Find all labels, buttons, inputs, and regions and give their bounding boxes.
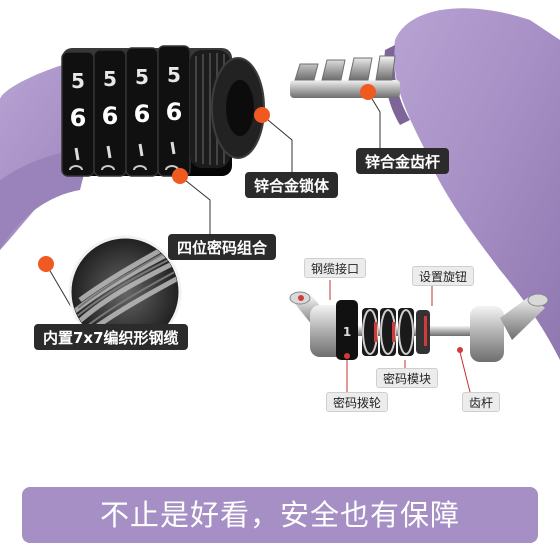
marker-toothed-rod: [360, 84, 376, 100]
dial-top-digit-4: 5: [167, 63, 181, 87]
combination-lock-body: [61, 45, 265, 177]
steel-cable-closeup: [68, 235, 182, 349]
label-setting-knob: 设置旋钮: [412, 266, 475, 286]
label-teeth-rod: 齿杆: [462, 392, 501, 412]
label-braided-steel-cable: 内置7x7编织形钢缆: [34, 324, 188, 350]
dial-top-digit-3: 5: [135, 65, 149, 89]
dial-top-digit-2: 5: [103, 67, 117, 91]
marker-cable: [38, 256, 54, 272]
label-zinc-toothed-rod: 锌合金齿杆: [356, 148, 450, 174]
label-four-digit-combination: 四位密码组合: [168, 234, 277, 260]
dial-mid-digit-4: 6: [166, 98, 183, 126]
marker-four-digit: [172, 168, 188, 184]
label-code-wheel: 密码拨轮: [326, 392, 389, 412]
marker-lock-body: [254, 107, 270, 123]
dial-mid-digit-1: 6: [70, 104, 87, 132]
svg-text:1: 1: [343, 325, 351, 339]
dial-mid-digit-3: 6: [134, 100, 151, 128]
dial-mid-digit-2: 6: [102, 102, 119, 130]
slogan-banner: 不止是好看，安全也有保障: [22, 487, 538, 543]
exploded-lock-diagram: 1: [289, 291, 549, 362]
label-zinc-lock-body: 锌合金锁体: [245, 172, 339, 198]
label-cable-joint: 钢缆接口: [304, 258, 367, 278]
label-code-module: 密码模块: [376, 368, 439, 388]
dial-top-digit-1: 5: [71, 69, 85, 93]
zinc-toothed-rod: [290, 55, 400, 98]
purple-cable-right: [394, 8, 560, 360]
